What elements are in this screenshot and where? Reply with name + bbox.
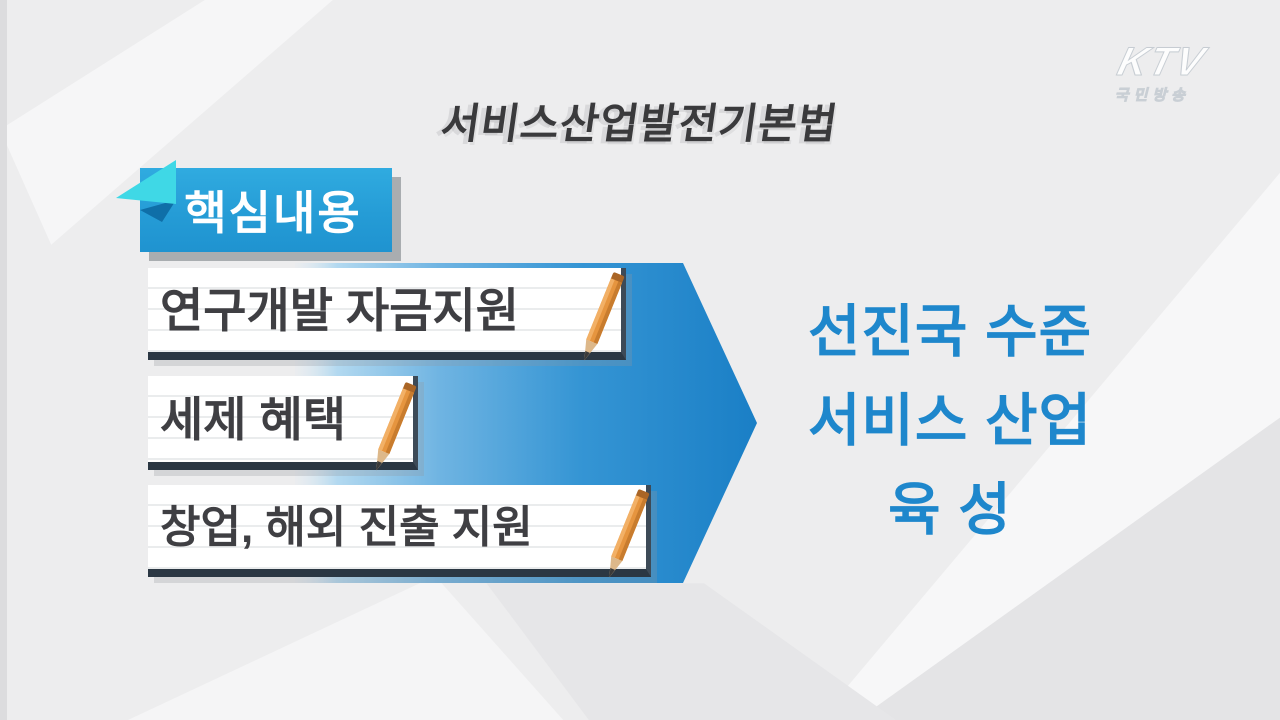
pencil-icon — [376, 382, 417, 471]
item-label: 창업, 해외 진출 지원 — [160, 503, 533, 552]
item-box-tax-benefit: 세제 혜택 — [148, 376, 418, 471]
item-box-rnd-funding: 연구개발 자금지원 — [148, 268, 626, 361]
ktv-logo-text: KTV — [1113, 40, 1211, 85]
left-edge-strip — [0, 0, 7, 720]
pencil-icon — [609, 489, 650, 578]
item-box-startup-overseas: 창업, 해외 진출 지원 — [148, 485, 651, 578]
result-line: 서비스 산업 — [807, 389, 1093, 453]
result-line: 선진국 수준 — [807, 300, 1093, 364]
result-line: 육 성 — [888, 478, 1012, 542]
result-text-block: 선진국 수준 서비스 산업 육 성 — [768, 288, 1132, 555]
pencil-icon — [584, 272, 625, 361]
key-content-badge: 핵심내용 — [116, 160, 392, 252]
item-label: 세제 혜택 — [160, 392, 347, 446]
ribbon-fold-icon — [116, 160, 176, 222]
key-content-label: 핵심내용 — [184, 187, 362, 239]
item-label: 연구개발 자금지원 — [160, 283, 519, 337]
page-title: 서비스산업발전기본법 — [438, 100, 842, 147]
